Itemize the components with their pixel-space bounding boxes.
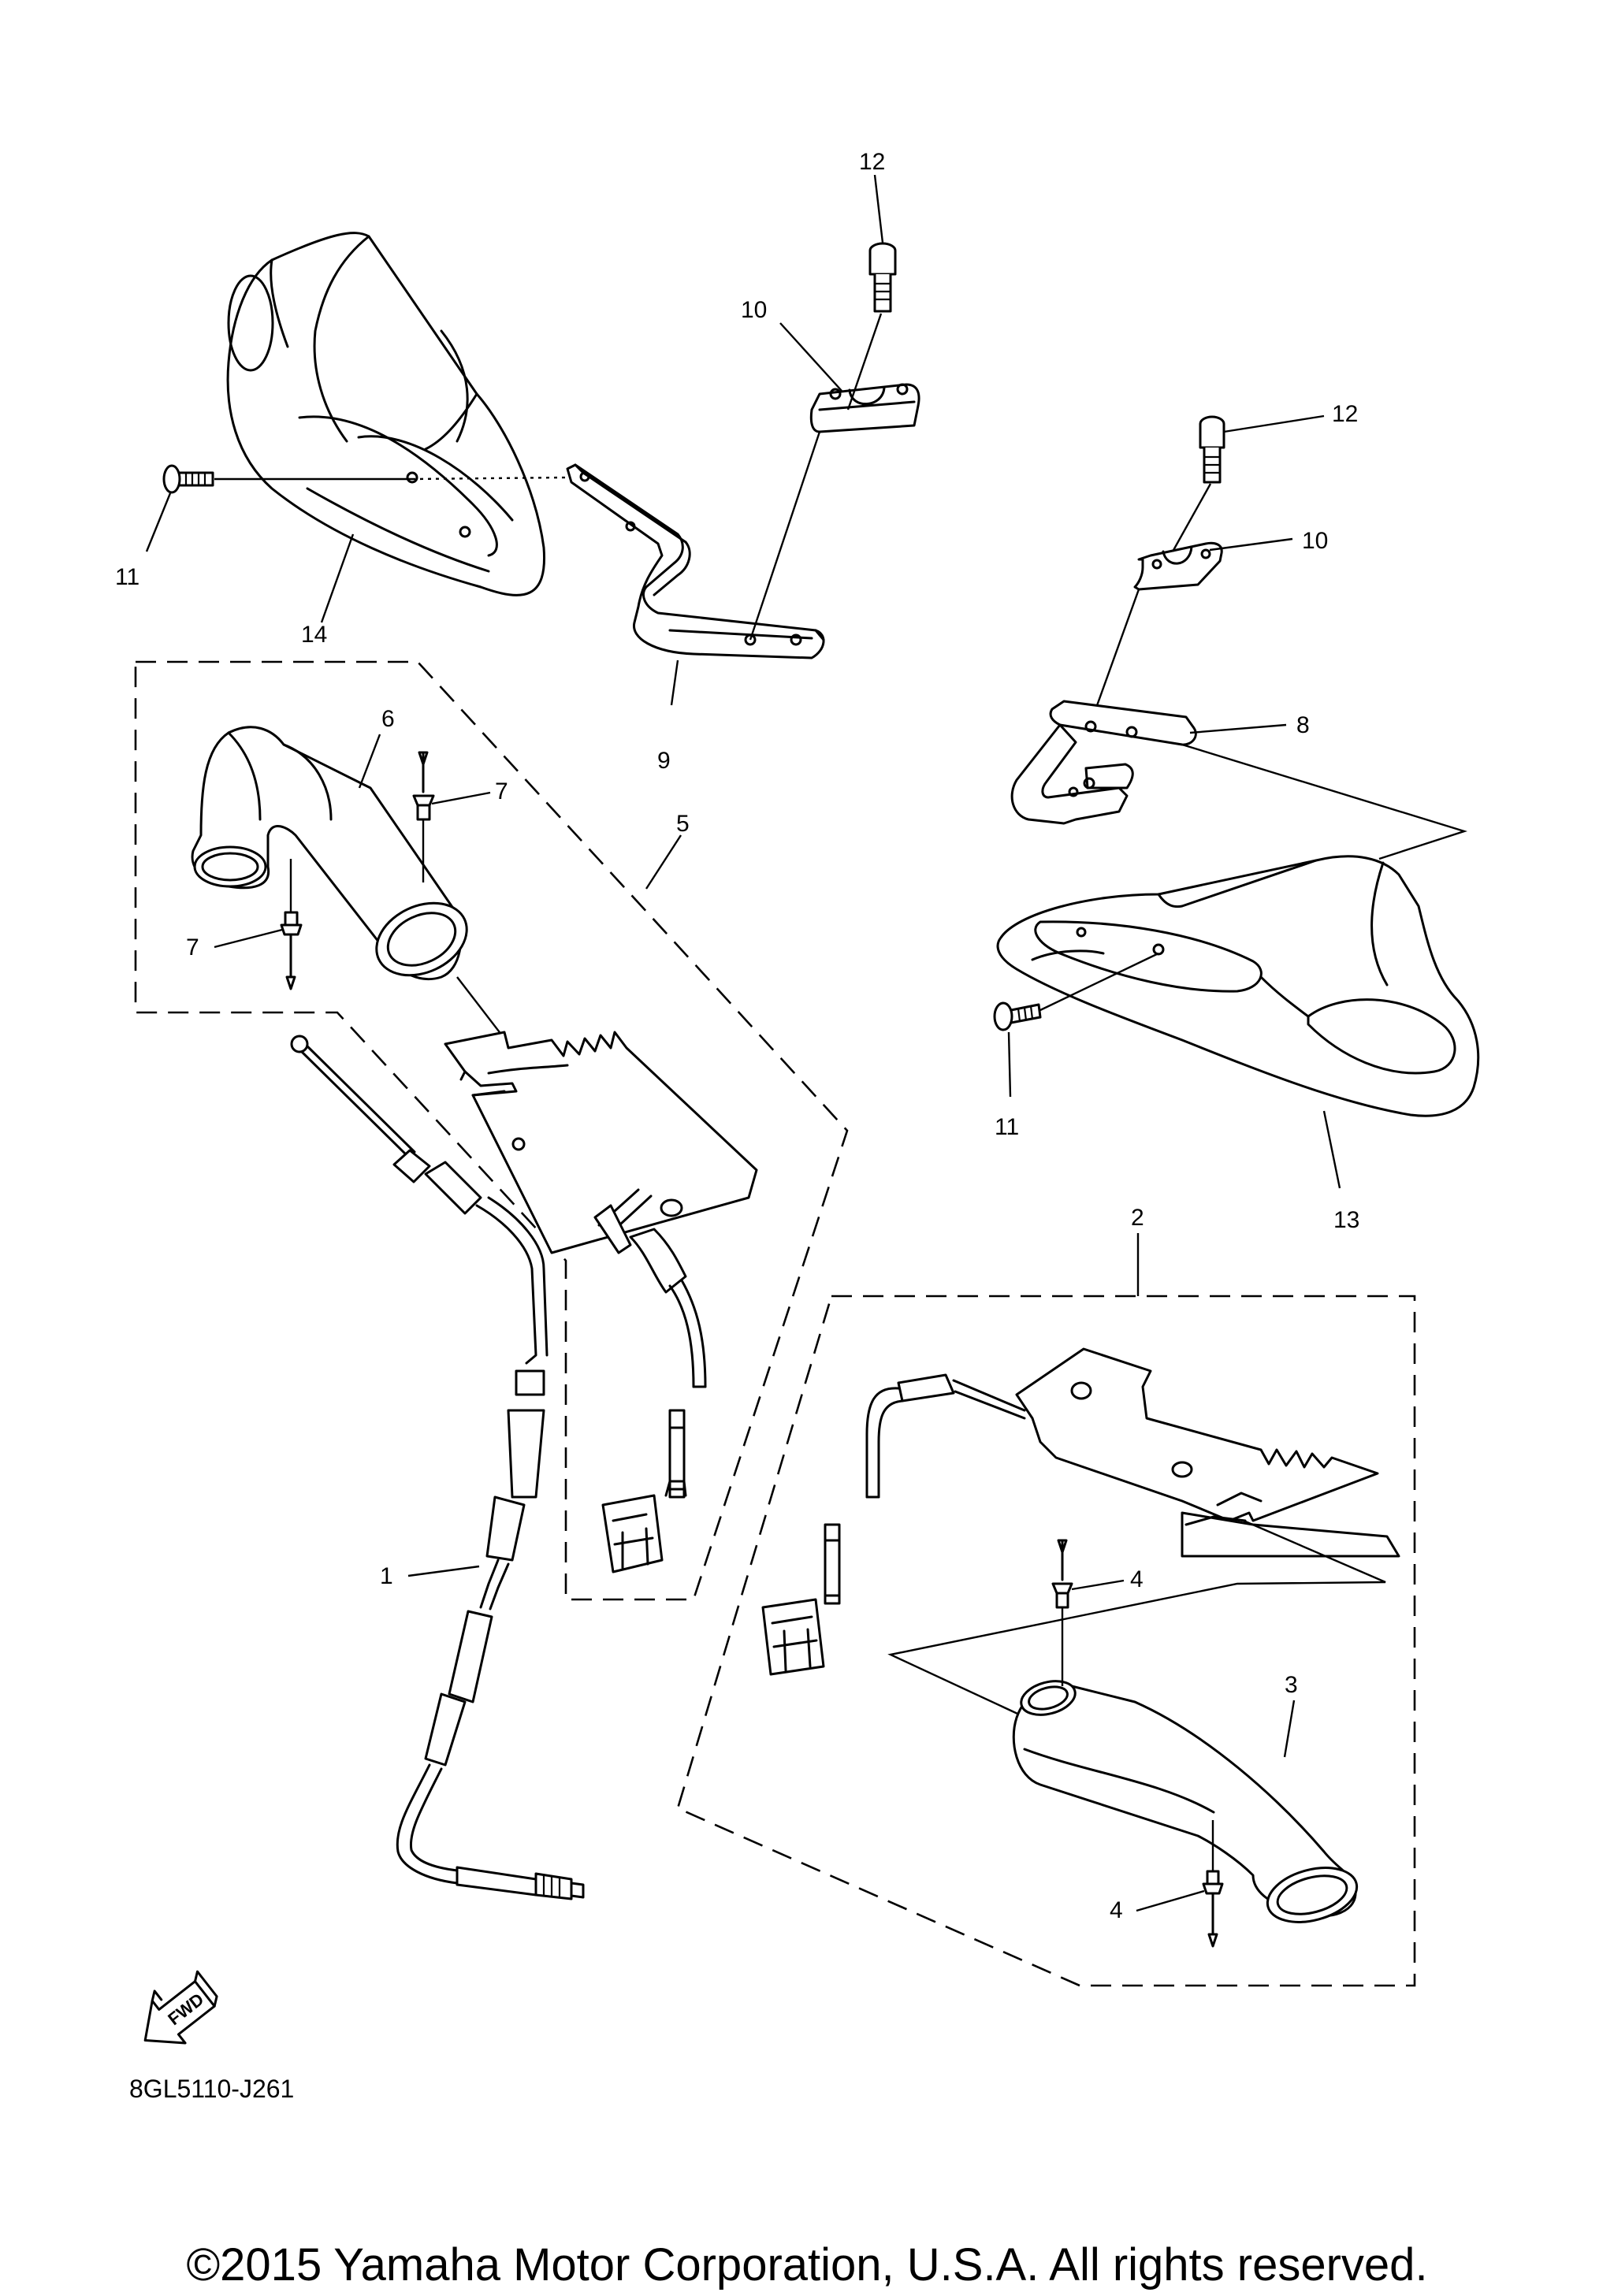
callout-7-upper: 7: [495, 778, 508, 804]
leader-10-left: [779, 322, 842, 392]
warmer-axis-left: [456, 976, 505, 1039]
callout-1: 1: [380, 1563, 393, 1589]
assembly-2-boundary: [676, 1295, 1416, 1987]
leader-6: [358, 734, 381, 789]
callout-11-right: 11: [995, 1114, 1019, 1140]
callout-10-right: 10: [1302, 528, 1328, 554]
left-grip-warmer: [191, 726, 468, 981]
left-hand-guard: [226, 232, 546, 596]
rivet-lower-left: [280, 911, 303, 990]
right-guard-screw: [993, 1001, 1042, 1031]
callout-3: 3: [1285, 1672, 1298, 1698]
callout-6: 6: [381, 706, 395, 732]
bolt-axis-right: [1171, 483, 1212, 552]
callout-11-left: 11: [115, 564, 139, 590]
bracket-axis-right: [1181, 743, 1467, 860]
leader-12-right: [1223, 414, 1325, 433]
callout-13: 13: [1333, 1207, 1359, 1233]
leader-14: [320, 533, 355, 623]
callout-4-lower: 4: [1110, 1897, 1123, 1923]
leader-7-lower: [214, 928, 283, 949]
clamp-axis-left: [749, 431, 821, 641]
left-clamp-bolt: [868, 242, 897, 313]
right-heater-wire: [761, 1373, 1026, 1676]
leader-12-left: [873, 174, 884, 243]
callout-8: 8: [1296, 712, 1310, 738]
copyright-notice: ©2015 Yamaha Motor Corporation, U.S.A. A…: [186, 2239, 1427, 2290]
left-clamp: [809, 383, 920, 433]
leader-7-upper: [431, 791, 491, 805]
right-clamp: [1133, 541, 1223, 591]
assembly-5-boundary: [134, 660, 849, 1601]
left-guard-bracket: [566, 463, 825, 659]
callout-9: 9: [657, 748, 671, 774]
screw-axis-right: [1039, 952, 1159, 1012]
callout-7-lower: 7: [186, 934, 199, 960]
rivet-lower-right: [1202, 1870, 1224, 1948]
callout-14: 14: [301, 622, 327, 648]
left-heater-wire: [593, 1188, 707, 1573]
right-grip-warmer: [1012, 1680, 1359, 1923]
leader-11-right: [1007, 1031, 1012, 1098]
leader-3: [1283, 1700, 1296, 1758]
right-heater-element: [1015, 1347, 1400, 1558]
callout-5: 5: [676, 811, 690, 837]
leader-5: [645, 834, 682, 890]
left-guard-screw: [162, 464, 214, 494]
right-hand-guard: [996, 855, 1480, 1117]
callout-12-right: 12: [1332, 401, 1358, 427]
leader-4-upper: [1071, 1579, 1125, 1591]
left-heater-element: [444, 1031, 758, 1254]
right-guard-bracket: [1010, 700, 1197, 825]
leader-11-left: [145, 492, 172, 552]
leader-8: [1189, 723, 1287, 734]
leader-9: [670, 659, 679, 706]
leader-10-right: [1209, 537, 1293, 552]
rivet-upper-right: [1051, 1539, 1073, 1609]
callout-12-left: 12: [859, 149, 885, 175]
leader-1: [407, 1565, 480, 1577]
clamp-axis-right: [1091, 589, 1140, 719]
callout-4-upper: 4: [1130, 1566, 1144, 1592]
forward-direction-arrow: FWD: [143, 1970, 218, 2045]
bolt-axis-left: [846, 313, 883, 411]
handlebar-switch-cable: [290, 1035, 585, 1900]
rivet-upper-left: [412, 751, 435, 821]
leader-13: [1322, 1110, 1341, 1189]
diagram-code: 8GL5110-J261: [129, 2075, 294, 2103]
screw-axis-left-hidden: [411, 476, 568, 481]
leader-4-lower: [1136, 1889, 1205, 1912]
callout-10-left: 10: [741, 297, 767, 323]
warmer-axis-right: [887, 1519, 1386, 1735]
right-clamp-bolt: [1199, 415, 1225, 484]
callout-2: 2: [1131, 1205, 1144, 1231]
